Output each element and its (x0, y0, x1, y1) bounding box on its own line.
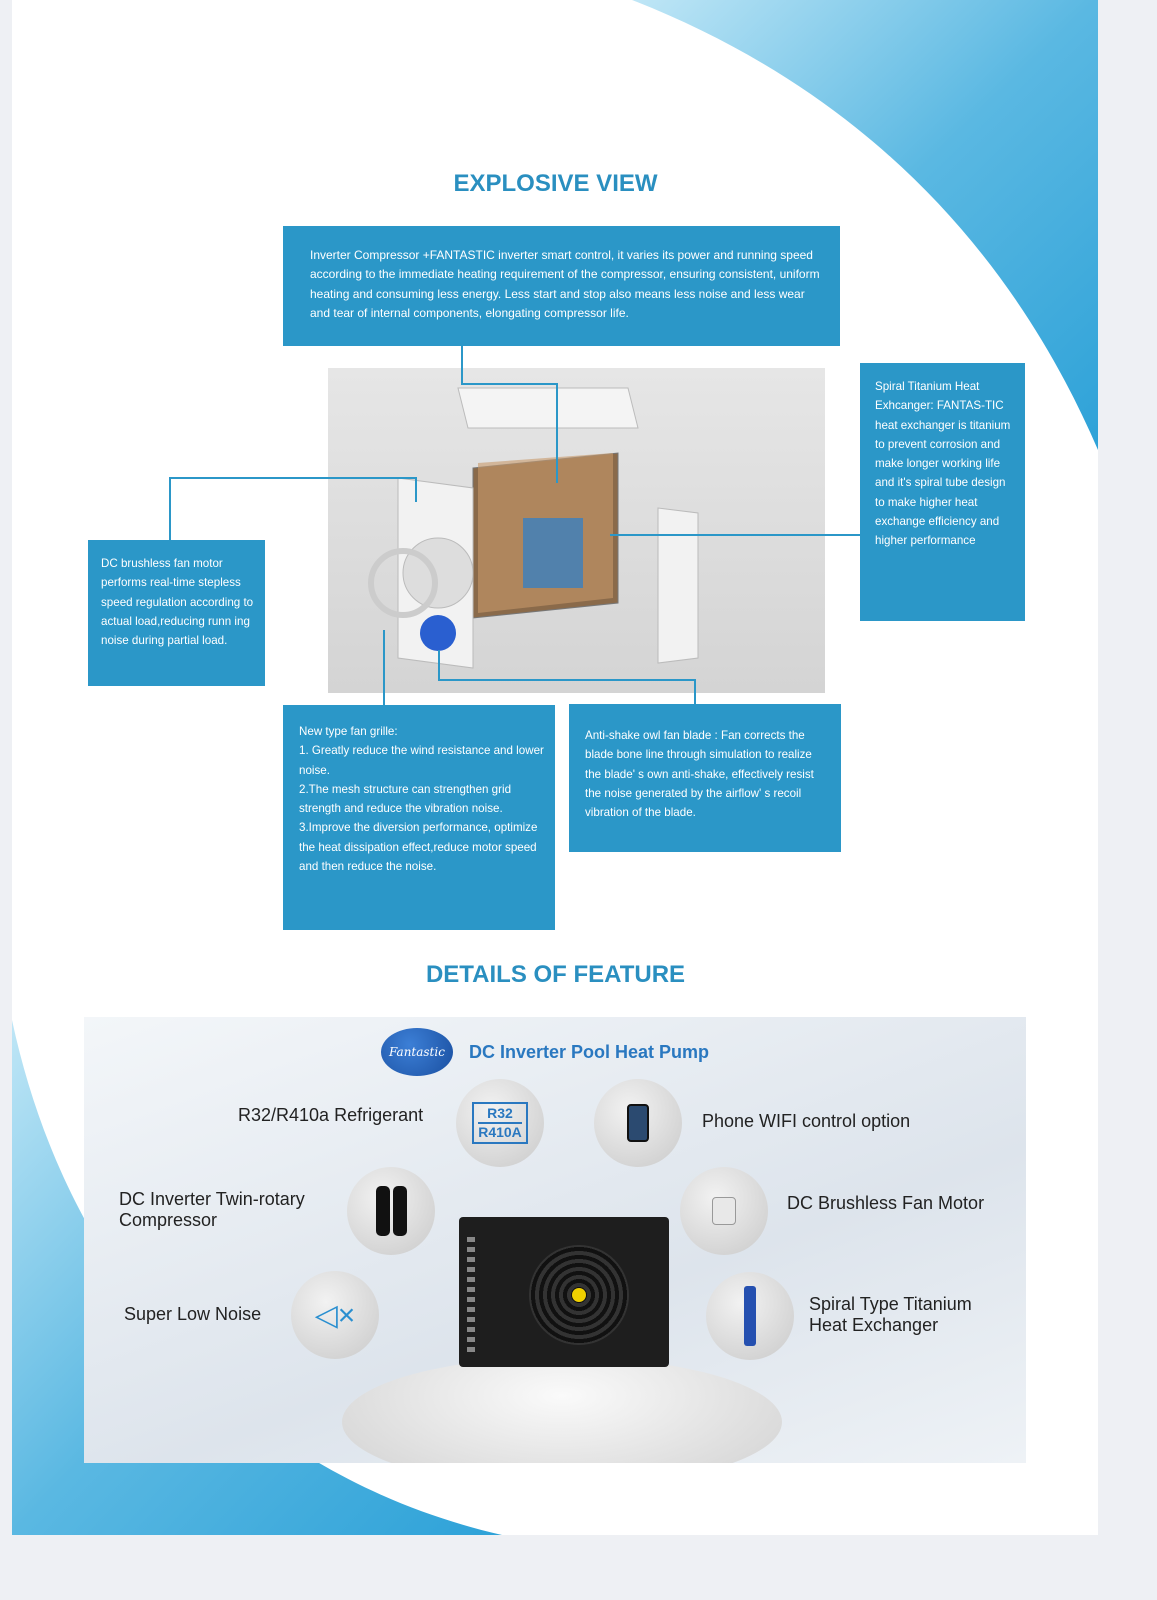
heat-exchanger-callout: Spiral Titanium Heat Exhcanger: FANTAS-T… (860, 363, 1025, 621)
fan-grille-line: 1. Greatly reduce the wind resistance an… (299, 744, 544, 777)
fan-grille-line: 3.Improve the diversion performance, opt… (299, 821, 538, 874)
badge-r32: R32 (478, 1105, 522, 1124)
product-title: DC Inverter Pool Heat Pump (469, 1042, 710, 1062)
feature-fan-motor: DC Brushless Fan Motor (787, 1193, 985, 1213)
fantastic-logo: Fantastic (381, 1028, 453, 1076)
fan-grille-callout: New type fan grille: 1. Greatly reduce t… (283, 705, 555, 930)
feature-compressor: DC Inverter Twin-rotary Compressor (119, 1189, 305, 1230)
phone-icon (594, 1079, 682, 1167)
compressor-icon (347, 1167, 435, 1255)
refrigerant-icon: R32 R410A (456, 1079, 544, 1167)
fan-grille-line: 2.The mesh structure can strengthen grid… (299, 782, 512, 816)
fan-blade-callout: Anti-shake owl fan blade : Fan corrects … (569, 704, 841, 852)
feature-refrigerant: R32/R410a Refrigerant (238, 1105, 424, 1125)
titanium-exchanger-icon (706, 1272, 794, 1360)
feature-panel: Fantastic DC Inverter Pool Heat Pump R32… (84, 1017, 1026, 1463)
fan-grille-line: New type fan grille: (299, 725, 398, 738)
display-pedestal (342, 1357, 782, 1463)
compressor-callout: Inverter Compressor +FANTASTIC inverter … (283, 226, 840, 346)
feature-noise: Super Low Noise (124, 1304, 262, 1324)
fan-motor-callout: DC brushless fan motor performs real-tim… (88, 540, 265, 686)
feature-wifi: Phone WIFI control option (702, 1111, 911, 1131)
heat-pump-image (459, 1217, 669, 1367)
details-title: DETAILS OF FEATURE (425, 961, 686, 988)
explosive-view-title: EXPLOSIVE VIEW (453, 170, 658, 197)
feature-exchanger: Spiral Type Titanium Heat Exchanger (809, 1294, 972, 1335)
exploded-unit-image (328, 368, 825, 693)
badge-r410a: R410A (478, 1124, 522, 1140)
mute-icon: ◁× (291, 1271, 379, 1359)
fan-motor-icon (680, 1167, 768, 1255)
